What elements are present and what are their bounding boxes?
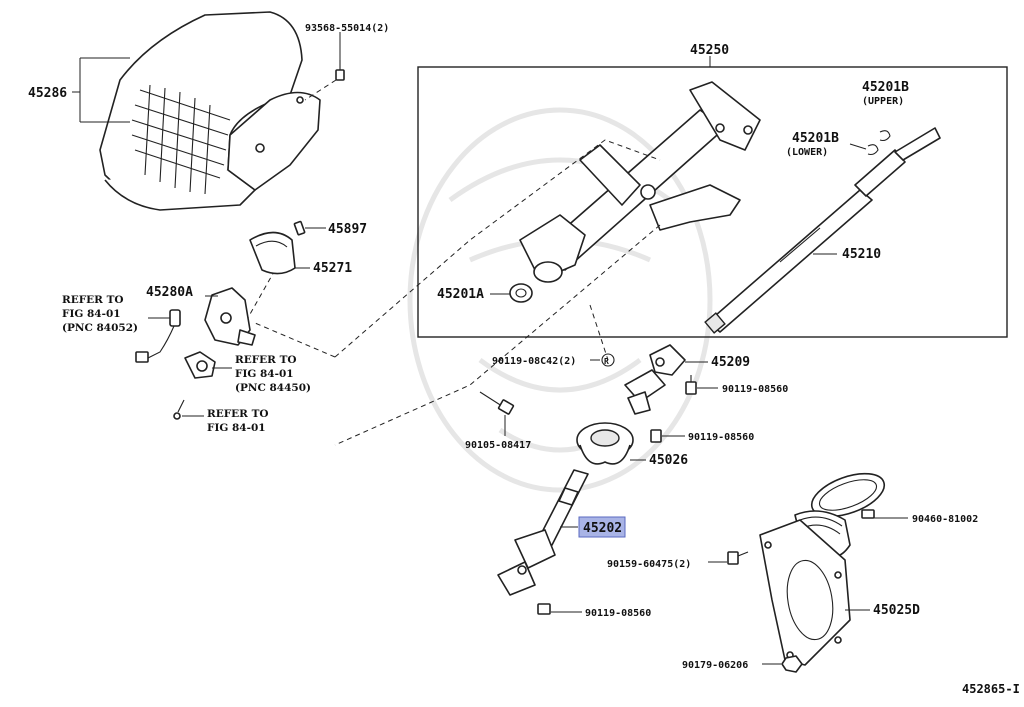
lock-housing-45280a[interactable] xyxy=(204,287,256,346)
label-45271: 45271 xyxy=(313,261,352,276)
bolt-90119-08560-c[interactable] xyxy=(537,603,551,615)
figure-id: 452865-I xyxy=(962,682,1020,696)
snap-ring-upper-45201b[interactable] xyxy=(879,130,891,142)
r-mark: R xyxy=(604,357,609,366)
label-90119-08560-a: 90119-08560 xyxy=(722,384,788,395)
label-93568: 93568-55014(2) xyxy=(305,23,389,34)
ref2-line1: REFER TO xyxy=(235,354,297,366)
bolt-90119-08c42 xyxy=(601,353,615,367)
label-90460-81002: 90460-81002 xyxy=(912,514,978,525)
ref1-line2: FIG 84-01 xyxy=(62,308,121,320)
assembly-box-45250 xyxy=(417,56,1008,338)
bracket-45286 xyxy=(72,57,130,123)
bolt-90119-08560-a[interactable] xyxy=(685,375,697,395)
label-45025d: 45025D xyxy=(873,603,920,618)
key-cylinder-pnc-84450[interactable] xyxy=(184,351,216,379)
label-45201b-upper: 45201B xyxy=(862,80,909,95)
bracket-45271[interactable] xyxy=(249,231,296,275)
label-45202: 45202 xyxy=(583,521,622,536)
bolt-90159-60475[interactable] xyxy=(727,551,749,565)
label-upper: (UPPER) xyxy=(862,96,904,107)
nut-90179-06206[interactable] xyxy=(781,655,803,673)
main-shaft-45210[interactable] xyxy=(704,127,941,334)
column-cover-45286[interactable] xyxy=(99,11,321,211)
label-90105-08417: 90105-08417 xyxy=(465,440,531,451)
ref-note-3: REFER TO FIG 84-01 xyxy=(207,408,269,434)
screw-ref3[interactable] xyxy=(173,399,185,420)
dust-boot-45025d[interactable] xyxy=(759,510,851,666)
leader-45201b-lower xyxy=(849,143,867,150)
label-90119-08c42: 90119-08C42(2) xyxy=(492,356,576,367)
highlight-45202[interactable] xyxy=(578,516,626,538)
intermediate-shaft-45202[interactable] xyxy=(497,469,589,596)
label-45026: 45026 xyxy=(649,453,688,468)
ref3-line1: REFER TO xyxy=(207,408,269,420)
switch-pnc-84052[interactable] xyxy=(135,309,181,363)
ref1-line3: (PNC 84052) xyxy=(62,322,138,334)
ref3-line2: FIG 84-01 xyxy=(207,422,266,434)
ref2-line3: (PNC 84450) xyxy=(235,382,311,394)
bolt-90105-08417[interactable] xyxy=(479,391,515,415)
column-tube-assembly[interactable] xyxy=(519,81,761,283)
ref-note-1: REFER TO FIG 84-01 (PNC 84052) xyxy=(62,294,138,334)
label-45280a: 45280A xyxy=(146,285,193,300)
label-45286: 45286 xyxy=(28,86,67,101)
label-45897: 45897 xyxy=(328,222,367,237)
bushing-45201a[interactable] xyxy=(509,283,533,303)
ref2-line2: FIG 84-01 xyxy=(235,368,294,380)
dashed-linkage xyxy=(244,139,661,446)
snap-ring-lower-45201b[interactable] xyxy=(867,144,879,156)
dash-93568 xyxy=(304,79,337,101)
ref1-line1: REFER TO xyxy=(62,294,124,306)
label-90119-08560-b: 90119-08560 xyxy=(688,432,754,443)
label-lower: (LOWER) xyxy=(786,147,828,158)
label-45210: 45210 xyxy=(842,247,881,262)
label-45209: 45209 xyxy=(711,355,750,370)
screw-93568[interactable] xyxy=(335,60,345,81)
label-90179-06206: 90179-06206 xyxy=(682,660,748,671)
bolt-90119-08560-b[interactable] xyxy=(650,429,662,443)
label-45201a: 45201A xyxy=(437,287,484,302)
label-45250: 45250 xyxy=(690,43,729,58)
clamp-90460-81002[interactable] xyxy=(806,465,890,525)
label-90159-60475: 90159-60475(2) xyxy=(607,559,691,570)
pin-45897[interactable] xyxy=(293,220,306,236)
ref-note-2: REFER TO FIG 84-01 (PNC 84450) xyxy=(235,354,311,394)
label-45201b-lower: 45201B xyxy=(792,131,839,146)
boot-45026[interactable] xyxy=(576,422,634,465)
label-90119-08560-c: 90119-08560 xyxy=(585,608,651,619)
universal-joint-45209[interactable] xyxy=(624,344,686,415)
